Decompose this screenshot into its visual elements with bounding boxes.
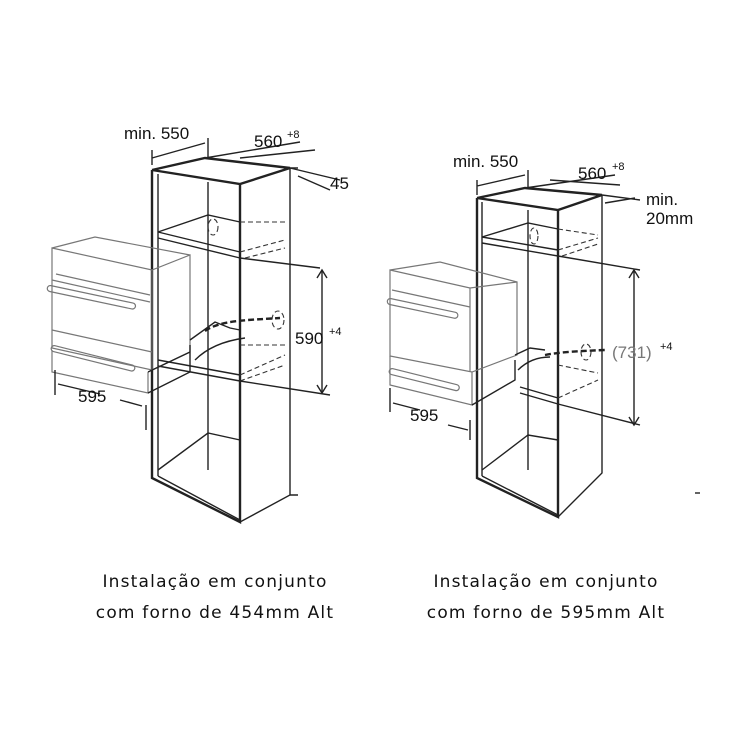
right-width-dim: 560 <box>578 164 606 183</box>
right-gap-dim-line1: min. <box>646 190 678 209</box>
left-caption-line1: Instalação em conjunto <box>102 572 328 592</box>
right-appliance-width-dim: 595 <box>410 406 438 425</box>
right-depth-dim: min. 550 <box>453 152 518 171</box>
left-caption: Instalação em conjunto com forno de 454m… <box>50 567 380 629</box>
right-height-dim: (731) <box>612 343 652 362</box>
right-caption-line1: Instalação em conjunto <box>433 572 659 592</box>
right-oven <box>386 261 551 440</box>
right-cabinet <box>475 186 641 519</box>
right-caption-line2: com forno de 595mm Alt <box>426 603 666 623</box>
left-oven <box>46 236 246 430</box>
left-height-tolerance: +4 <box>329 326 342 338</box>
right-height-tolerance: +4 <box>660 341 673 353</box>
left-width-tolerance: +8 <box>287 129 300 141</box>
left-depth-dim: min. 550 <box>124 124 189 143</box>
left-height-dim: 590 <box>295 329 323 348</box>
right-dimension-lines <box>476 170 641 204</box>
left-gap-dim: 45 <box>330 174 349 193</box>
left-caption-line2: com forno de 454mm Alt <box>95 603 335 623</box>
right-gap-dim-line2: 20mm <box>646 209 693 228</box>
right-caption: Instalação em conjunto com forno de 595m… <box>381 567 711 629</box>
left-dimension-lines <box>151 138 341 191</box>
right-width-tolerance: +8 <box>612 161 625 173</box>
left-width-dim: 560 <box>254 132 282 151</box>
left-appliance-width-dim: 595 <box>78 387 106 406</box>
